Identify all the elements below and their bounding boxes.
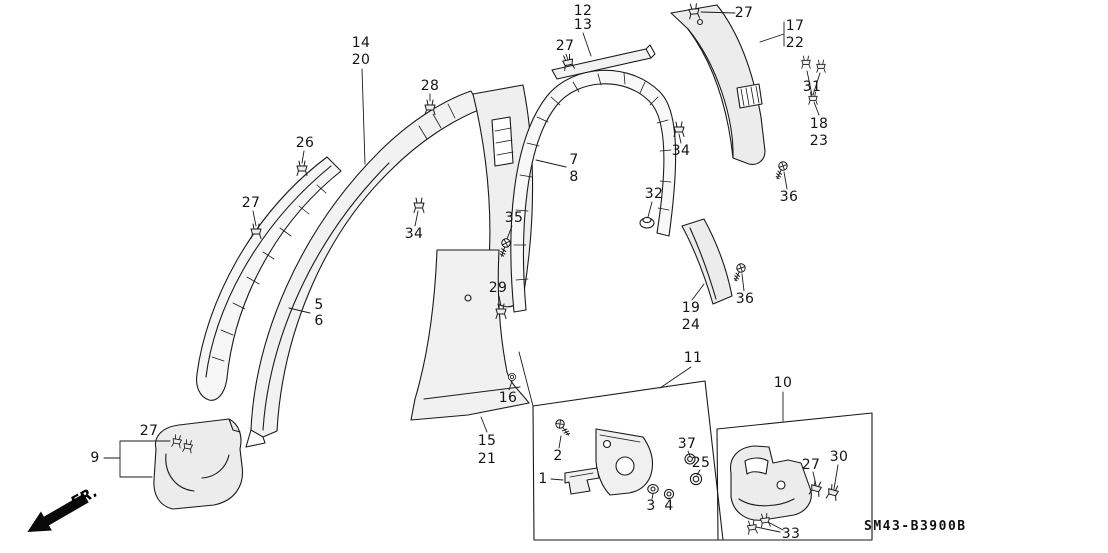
a-pillar-garnish-left — [196, 156, 342, 401]
callout-12: 12 — [573, 3, 593, 19]
c-pillar-garnish — [670, 4, 766, 165]
callout-28: 28 — [420, 78, 440, 94]
callout-33: 33 — [781, 526, 801, 542]
callout-32: 32 — [644, 186, 664, 202]
clip-icon — [413, 197, 425, 214]
callout-27-apillar-clip: 27 — [241, 195, 261, 211]
diagram-code: SM43-B3900B — [864, 519, 967, 534]
callout-36-cpillar: 36 — [779, 189, 799, 205]
grommet-icon — [639, 216, 655, 229]
callout-23: 23 — [809, 133, 829, 149]
b-pillar-garnish-lower — [410, 249, 530, 421]
callout-6: 6 — [314, 313, 324, 329]
callout-27-kick-clip: 27 — [139, 423, 159, 439]
callout-34-door-seal: 34 — [671, 143, 691, 159]
washer-parts — [647, 453, 703, 500]
callout-34-bpillar: 34 — [404, 226, 424, 242]
callout-21: 21 — [477, 451, 497, 467]
detail-box-10 — [716, 412, 873, 541]
callout-36-quarter: 36 — [735, 291, 755, 307]
callout-5: 5 — [314, 297, 324, 313]
roof-side-garnish — [551, 44, 656, 80]
callout-26: 26 — [295, 135, 315, 151]
callout-24: 24 — [681, 317, 701, 333]
screw-icon — [553, 417, 573, 439]
clip-icon — [816, 59, 826, 73]
cap-part — [564, 467, 600, 495]
callout-19: 19 — [681, 300, 701, 316]
callout-17: 17 — [785, 18, 805, 34]
quarter-pillar-garnish — [681, 218, 733, 305]
callout-35: 35 — [504, 210, 524, 226]
callout-30: 30 — [829, 449, 849, 465]
callout-18: 18 — [809, 116, 829, 132]
callout-10: 10 — [773, 375, 793, 391]
callout-4: 4 — [664, 498, 674, 514]
callout-11: 11 — [683, 350, 703, 366]
callout-2: 2 — [553, 448, 563, 464]
clip-icon — [801, 55, 811, 69]
callout-15: 15 — [477, 433, 497, 449]
door-opening-seal — [510, 69, 677, 313]
callout-25: 25 — [691, 455, 711, 471]
screw-icon — [772, 159, 790, 182]
callout-27-roof-clip: 27 — [555, 38, 575, 54]
callout-27-cpillar-clip: 27 — [734, 5, 754, 21]
kick-panel-trim — [153, 418, 244, 510]
callout-1: 1 — [538, 471, 548, 487]
callout-16: 16 — [498, 390, 518, 406]
callout-7: 7 — [569, 152, 579, 168]
leader-lines — [103, 11, 839, 533]
main-view-fasteners — [171, 3, 826, 454]
callout-3: 3 — [646, 498, 656, 514]
callout-22: 22 — [785, 35, 805, 51]
anchor-cover-part — [729, 445, 812, 521]
callout-9: 9 — [90, 450, 100, 466]
callout-13: 13 — [573, 17, 593, 33]
callout-37: 37 — [677, 436, 697, 452]
callout-29: 29 — [488, 280, 508, 296]
callout-20: 20 — [351, 52, 371, 68]
callout-27-anchor-clip: 27 — [801, 457, 821, 473]
screw-icon — [730, 261, 748, 284]
grommet-icon — [507, 372, 517, 382]
callout-8: 8 — [569, 169, 579, 185]
bracket-part — [595, 428, 654, 496]
detail-box-11 — [518, 351, 724, 541]
callout-14: 14 — [351, 35, 371, 51]
callout-31: 31 — [802, 79, 822, 95]
fr-arrow — [27, 493, 89, 532]
clip-icon — [825, 483, 841, 502]
